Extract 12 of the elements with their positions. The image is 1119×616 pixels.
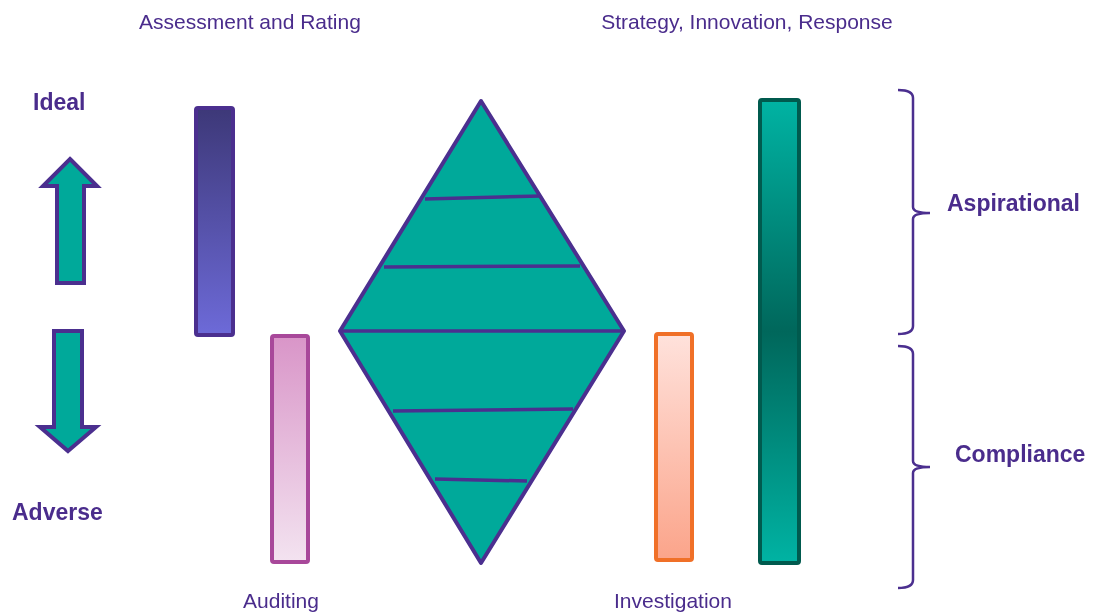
- axis-label: Ideal: [33, 88, 86, 116]
- gradient-bar: [654, 332, 694, 562]
- axis-label: Compliance: [955, 440, 1086, 468]
- category-label: Investigation: [614, 588, 732, 614]
- gradient-bar: [758, 98, 801, 565]
- category-label: Assessment and Rating: [139, 9, 361, 35]
- gradient-bar: [270, 334, 310, 564]
- gradient-bar: [194, 106, 235, 337]
- axis-label: Adverse: [12, 498, 103, 526]
- category-label: Auditing: [243, 588, 319, 614]
- axis-label: Aspirational: [947, 189, 1080, 217]
- category-label: Strategy, Innovation, Response: [601, 9, 893, 35]
